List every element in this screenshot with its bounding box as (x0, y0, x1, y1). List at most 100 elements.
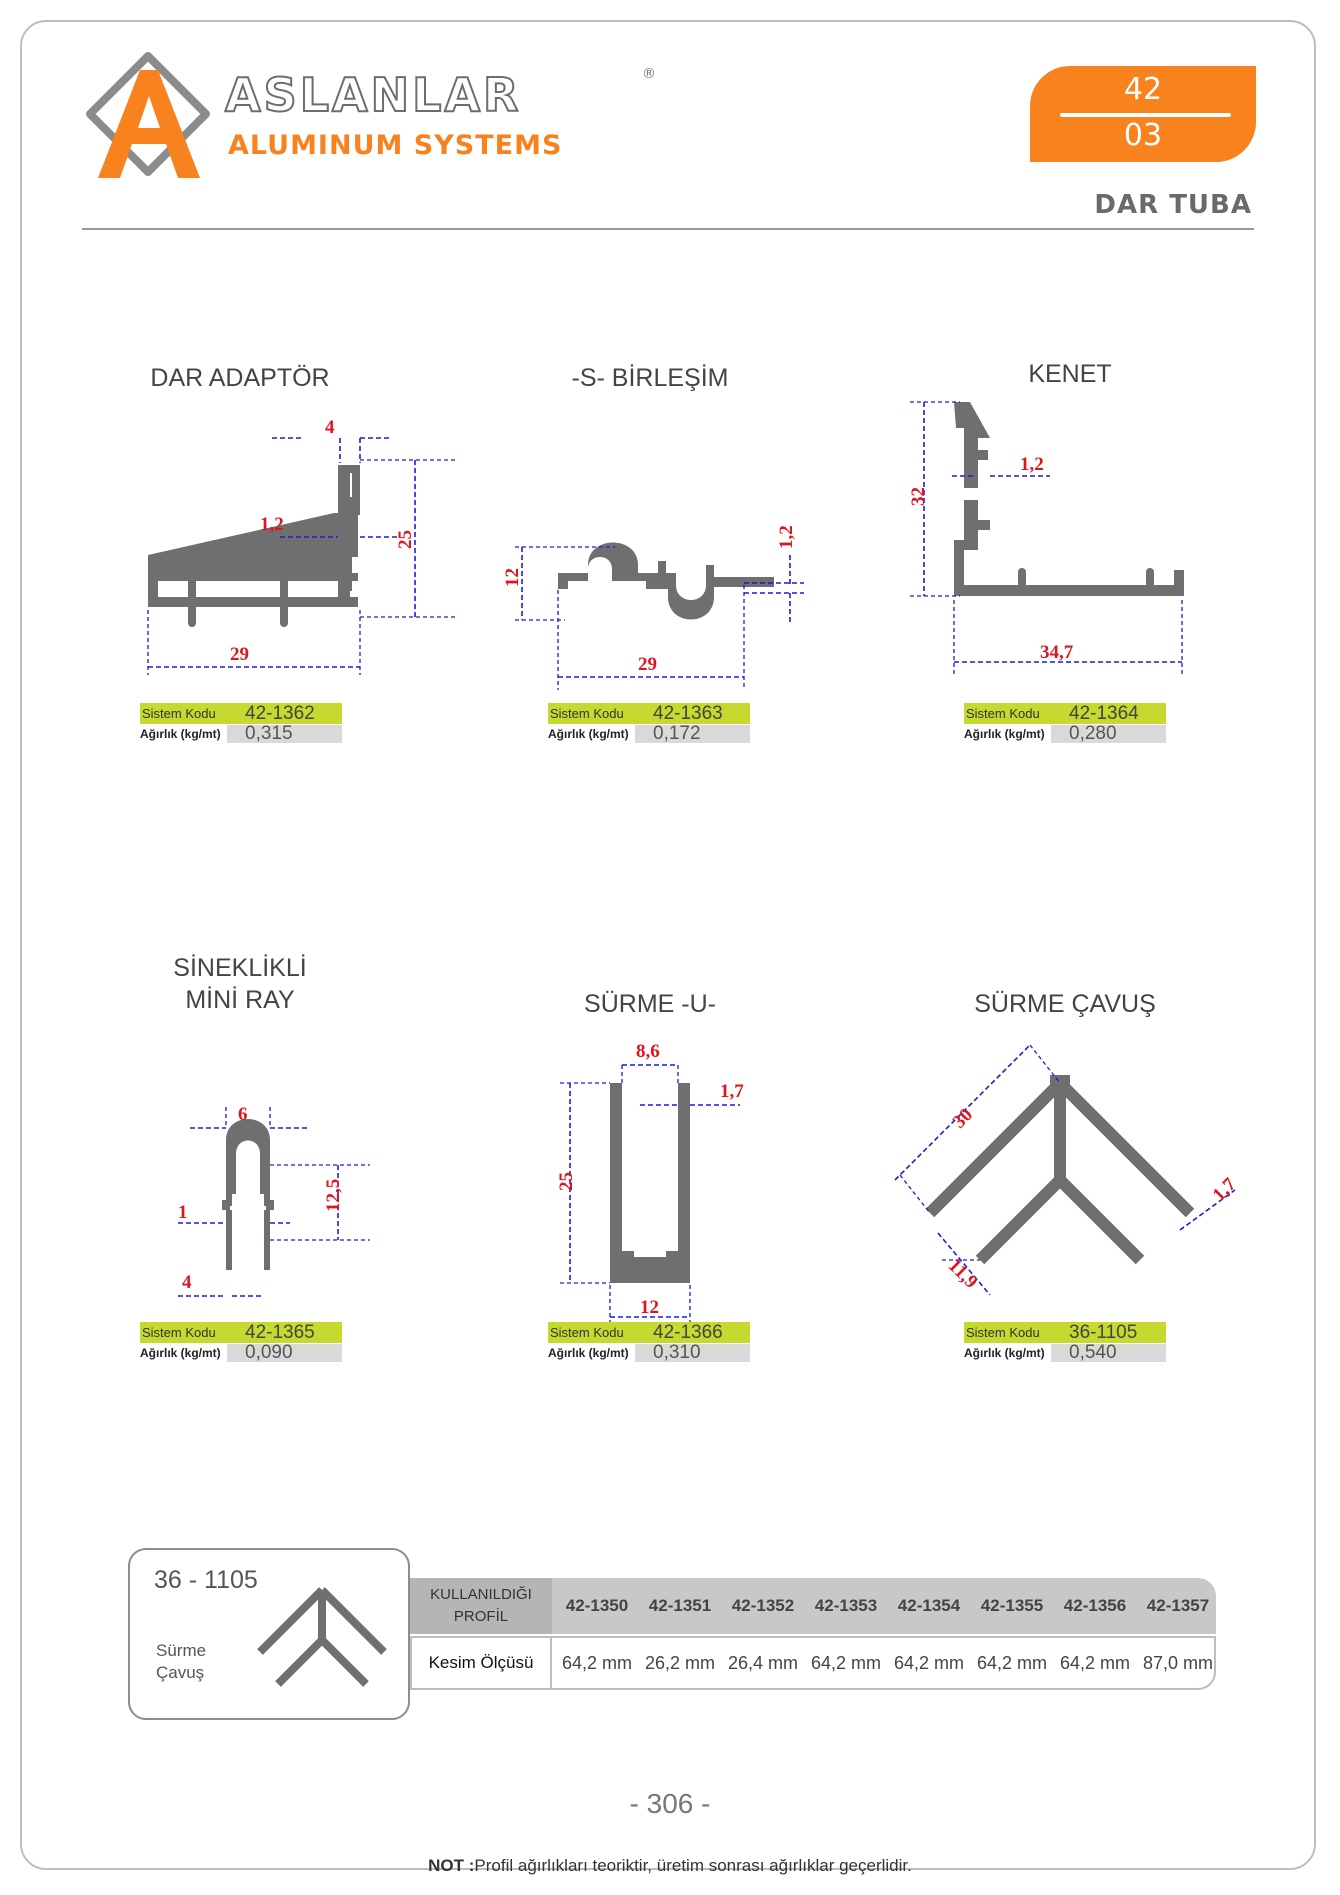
dim-label: 25 (556, 1172, 577, 1191)
dim-label: 12 (502, 568, 523, 587)
profile-drawing-s-birlesim: 29 12 1,2 (502, 525, 804, 690)
table-header-cell: 42-1351 (648, 1596, 712, 1615)
table-header-cell: 42-1355 (980, 1596, 1044, 1615)
legend-name-line: Sürme (156, 1641, 207, 1660)
brand-subtitle: ALUMINUM SYSTEMS (228, 130, 563, 161)
legend-name: Sürme Çavuş (156, 1640, 236, 1684)
table-cell: 64,2 mm (1059, 1653, 1131, 1673)
dim-label: 1,7 (720, 1081, 744, 1102)
profile-title: SÜRME -U- (584, 990, 716, 1018)
profile-drawing-mini-ray: 6 12,5 1 4 (178, 1104, 370, 1297)
profile-title-line: MİNİ RAY (185, 986, 295, 1014)
profile-drawing-dar-adaptor: 29 4 1,2 25 (147, 417, 455, 675)
page-code-top: 42 (1123, 72, 1163, 107)
table-header-label: KULLANILDIĞI PROFİL (410, 1578, 552, 1634)
profile-title: SÜRME ÇAVUŞ (974, 990, 1156, 1018)
system-code-label: Sistem Kodu (550, 706, 624, 721)
table-header-cell: 42-1357 (1146, 1596, 1210, 1615)
profile-title: SİNEKLİKLİ MİNİ RAY (130, 952, 350, 1016)
table-header-cell: 42-1353 (814, 1596, 878, 1615)
weight-value: 0,315 (245, 723, 293, 744)
weight-value: 0,540 (1069, 1342, 1117, 1363)
dim-label: 30 (949, 1104, 977, 1132)
profile-info: Sistem Kodu 42-1362 Ağırlık (kg/mt) 0,315 (140, 703, 342, 744)
dim-label: 25 (395, 530, 416, 549)
usage-table: KULLANILDIĞI PROFİL Kesim Ölçüsü 42-1350… (410, 1578, 1216, 1690)
dim-label: 4 (325, 417, 335, 438)
footer-note-text: Profil ağırlıkları teoriktir, üretim son… (474, 1856, 912, 1875)
weight-label: Ağırlık (kg/mt) (140, 1344, 227, 1362)
dim-label: 12 (640, 1297, 659, 1318)
profile-info: Sistem Kodu 42-1366 Ağırlık (kg/mt) 0,310 (548, 1322, 750, 1363)
weight-value: 0,172 (653, 723, 701, 744)
table-cell: 64,2 mm (810, 1653, 882, 1673)
profile-info: Sistem Kodu 42-1364 Ağırlık (kg/mt) 0,280 (964, 703, 1166, 744)
table-header-line: PROFİL (453, 1608, 509, 1625)
dim-label: 1,7 (1209, 1174, 1241, 1206)
table-row-label: Kesim Ölçüsü (410, 1636, 552, 1690)
header-divider (82, 228, 1254, 230)
table-header-cell: 42-1356 (1063, 1596, 1127, 1615)
profile-info: Sistem Kodu 36-1105 Ağırlık (kg/mt) 0,540 (964, 1322, 1166, 1363)
page-number: - 306 - (629, 1788, 711, 1819)
aslanlar-logo-icon (86, 52, 210, 178)
system-code-value: 42-1366 (653, 1322, 723, 1343)
profile-drawing-kenet: 34,7 1,2 32 (908, 401, 1184, 675)
system-code-value: 36-1105 (1069, 1322, 1138, 1343)
weight-value: 0,280 (1069, 723, 1117, 744)
table-cell: 64,2 mm (893, 1653, 965, 1673)
system-code-label: Sistem Kodu (550, 1325, 624, 1340)
table-header-cell: 42-1354 (897, 1596, 961, 1615)
table-cell: 64,2 mm (561, 1653, 633, 1673)
system-code-label: Sistem Kodu (966, 1325, 1040, 1340)
profile-title-line: SİNEKLİKLİ (173, 954, 307, 982)
profile-title: KENET (1028, 360, 1112, 388)
legend-cavus-icon (257, 1587, 387, 1687)
dim-label: 1 (178, 1202, 188, 1223)
footer-note: NOT :Profil ağırlıkları teoriktir, üreti… (0, 1856, 1340, 1876)
profile-info: Sistem Kodu 42-1363 Ağırlık (kg/mt) 0,172 (548, 703, 750, 744)
page-code-bottom: 03 (1123, 118, 1163, 153)
system-code-label: Sistem Kodu (142, 706, 216, 721)
dim-label: 8,6 (636, 1041, 660, 1062)
dim-label: 32 (908, 487, 929, 506)
registered-mark: ® (642, 66, 656, 82)
system-code-label: Sistem Kodu (142, 1325, 216, 1340)
table-cell: 87,0 mm (1142, 1653, 1214, 1673)
dim-label: 6 (238, 1104, 248, 1125)
weight-label: Ağırlık (kg/mt) (548, 725, 635, 743)
dim-label: 1,2 (776, 525, 797, 549)
profile-drawing-surme-u: 8,6 1,7 25 12 (556, 1041, 744, 1330)
system-code-value: 42-1362 (245, 703, 315, 724)
weight-label: Ağırlık (kg/mt) (964, 725, 1051, 743)
profile-title: -S- BİRLEŞİM (571, 364, 729, 392)
weight-label: Ağırlık (kg/mt) (548, 1344, 635, 1362)
profile-drawing-surme-cavus: 30 1,7 11,9 (894, 1044, 1241, 1296)
system-code-value: 42-1364 (1069, 703, 1139, 724)
dim-label: 29 (230, 644, 249, 665)
profile-title: DAR ADAPTÖR (150, 364, 330, 392)
table-header-cell: 42-1350 (565, 1596, 629, 1615)
series-name: DAR TUBA (1094, 190, 1252, 220)
legend-code: 36 - 1105 (154, 1566, 258, 1594)
dim-label: 11,9 (944, 1255, 982, 1293)
weight-value: 0,090 (245, 1342, 293, 1363)
dim-label: 1,2 (260, 514, 284, 535)
page-code-badge: 42 03 (1030, 66, 1256, 162)
table-cell: 26,4 mm (727, 1653, 799, 1673)
dim-label: 34,7 (1040, 642, 1074, 663)
table-header-cell: 42-1352 (731, 1596, 795, 1615)
page-frame (20, 20, 1316, 1870)
system-code-value: 42-1363 (653, 703, 723, 724)
dim-label: 4 (182, 1272, 192, 1293)
table-cell: 26,2 mm (644, 1653, 716, 1673)
system-code-label: Sistem Kodu (966, 706, 1040, 721)
dim-label: 1,2 (1020, 454, 1044, 475)
weight-label: Ağırlık (kg/mt) (964, 1344, 1051, 1362)
page-code-divider (1060, 113, 1231, 117)
weight-label: Ağırlık (kg/mt) (140, 725, 227, 743)
weight-value: 0,310 (653, 1342, 701, 1363)
table-cell: 64,2 mm (976, 1653, 1048, 1673)
legend-name-line: Çavuş (156, 1663, 205, 1682)
